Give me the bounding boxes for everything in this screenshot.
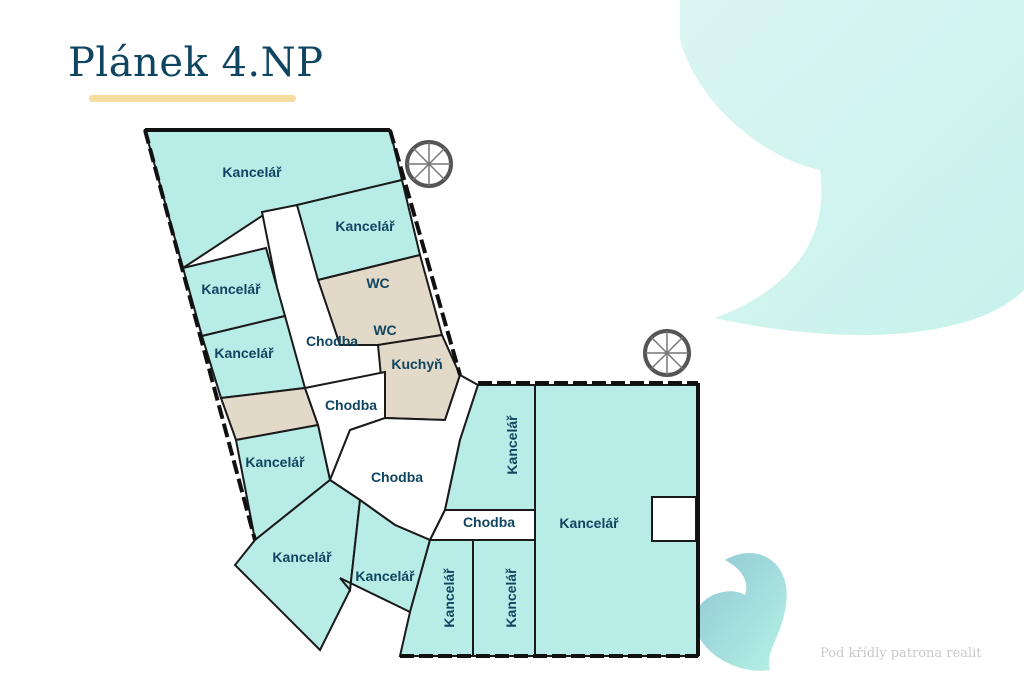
room-label: Kancelář bbox=[441, 568, 457, 628]
spiral-stair-icon bbox=[405, 140, 453, 188]
room-label: Chodba bbox=[371, 469, 423, 485]
room-label: Kancelář bbox=[559, 515, 619, 531]
room-label: Chodba bbox=[325, 397, 377, 413]
room-label: Chodba bbox=[463, 514, 515, 530]
logo-icon bbox=[694, 553, 787, 671]
room-label: WC bbox=[366, 275, 389, 291]
room-label: Kancelář bbox=[335, 218, 395, 234]
room-label: Kuchyň bbox=[391, 356, 442, 372]
room-label: WC bbox=[373, 322, 396, 338]
decorative-wing-shape bbox=[680, 0, 1024, 336]
tagline: Pod křídly patrona realit bbox=[820, 646, 982, 661]
room-label: Kancelář bbox=[355, 568, 415, 584]
room-label: Kancelář bbox=[201, 281, 261, 297]
room-label: Kancelář bbox=[503, 568, 519, 628]
room-label: Kancelář bbox=[214, 345, 274, 361]
room-kitchen bbox=[376, 333, 462, 422]
shaft bbox=[651, 496, 697, 542]
page-title: Plánek 4.NP bbox=[68, 40, 324, 86]
title-underline bbox=[89, 95, 296, 102]
room-label: Kancelář bbox=[222, 164, 282, 180]
room-label: Kancelář bbox=[504, 415, 520, 475]
exterior-wall-left bbox=[143, 129, 257, 541]
room-office-bottom-v1 bbox=[398, 539, 474, 657]
room-label: Chodba bbox=[306, 333, 358, 349]
room-label: Kancelář bbox=[245, 454, 305, 470]
exterior-wall-right bbox=[388, 129, 462, 376]
room-label: Kancelář bbox=[272, 549, 332, 565]
spiral-stair-icon bbox=[643, 329, 691, 377]
